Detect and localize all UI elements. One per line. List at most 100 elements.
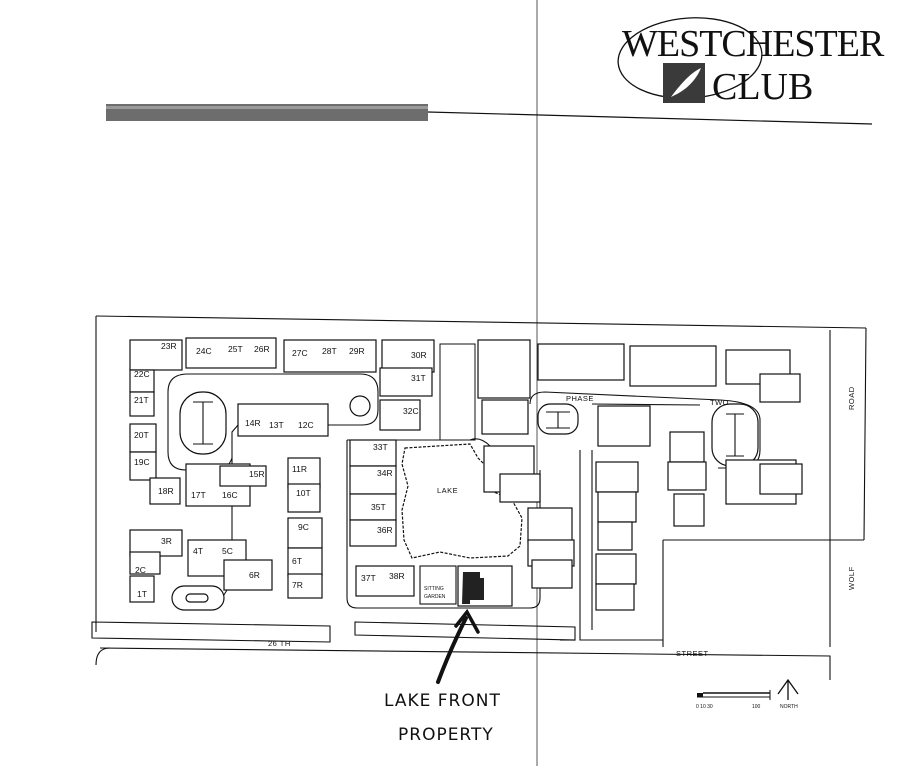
building-9 <box>237 403 329 437</box>
building-22 <box>349 493 397 521</box>
building-18 <box>379 367 433 397</box>
street-26-label: 26 TH <box>268 639 291 648</box>
building-42 <box>595 461 639 493</box>
unit-label-36r: 36R <box>377 525 393 535</box>
wolf-label: WOLF <box>847 566 856 590</box>
building-46 <box>595 583 635 611</box>
unit-label-25t: 25T <box>228 344 243 354</box>
unit-label-6r: 6R <box>249 570 260 580</box>
north-label: NORTH <box>780 704 798 710</box>
lake-inlet <box>439 343 476 441</box>
unit-label-30r: 30R <box>411 350 427 360</box>
annotation-line1: LAKE FRONT <box>384 691 501 711</box>
building-14 <box>287 573 323 599</box>
building-43 <box>597 491 637 523</box>
unit-label-19c: 19C <box>134 457 150 467</box>
unit-label-23r: 23R <box>161 341 177 351</box>
building-8 <box>219 465 267 487</box>
north-arrow: NORTH <box>777 678 799 710</box>
building-26 <box>129 551 161 575</box>
building-10 <box>287 457 321 489</box>
unit-label-26r: 26R <box>254 344 270 354</box>
road-label: ROAD <box>847 386 856 410</box>
unit-label-18r: 18R <box>158 486 174 496</box>
building-29 <box>223 559 273 591</box>
building-30 <box>477 339 531 399</box>
header-bar-noise <box>106 106 428 109</box>
building-44 <box>597 521 633 551</box>
unit-label-16c: 16C <box>222 490 238 500</box>
building-34 <box>527 507 573 543</box>
north-arrow-icon <box>777 678 799 700</box>
unit-label-28t: 28T <box>322 346 337 356</box>
building-38 <box>629 345 717 387</box>
building-13 <box>287 547 323 577</box>
sitting-garden <box>419 565 457 605</box>
unit-label-15r: 15R <box>249 469 265 479</box>
loop-islands <box>171 391 759 611</box>
building-11 <box>287 483 321 513</box>
unit-label-34r: 34R <box>377 468 393 478</box>
building-48 <box>667 461 707 491</box>
garden-label: GARDEN <box>424 594 446 600</box>
arrow-head <box>454 608 480 634</box>
scale-bar: 0 10 30 100 <box>696 690 771 710</box>
unit-label-20t: 20T <box>134 430 149 440</box>
unit-label-7r: 7R <box>292 580 303 590</box>
building-4 <box>129 423 157 453</box>
scale-ticks: 0 10 30 <box>696 704 713 710</box>
building-15 <box>185 337 277 369</box>
unit-label-2c: 2C <box>135 565 146 575</box>
building-47 <box>669 431 705 463</box>
unit-label-22c: 22C <box>134 369 150 379</box>
unit-label-32c: 32C <box>403 406 419 416</box>
unit-label-27c: 27C <box>292 348 308 358</box>
building-5 <box>129 451 157 481</box>
unit-label-11r: 11R <box>292 464 307 474</box>
unit-label-35t: 35T <box>371 502 386 512</box>
feather-icon <box>671 68 701 97</box>
building-45 <box>595 553 637 585</box>
annotation-arrow <box>436 616 468 684</box>
logo-line2: CLUB <box>712 66 813 108</box>
lake-label: LAKE <box>437 486 458 495</box>
building-41 <box>597 405 651 447</box>
unit-label-17t: 17T <box>191 490 206 500</box>
unit-label-31t: 31T <box>411 373 426 383</box>
unit-label-14r: 14R <box>245 418 261 428</box>
roads <box>91 373 831 680</box>
unit-label-12c: 12C <box>298 420 314 430</box>
building-27 <box>129 575 155 603</box>
building-23 <box>349 519 397 547</box>
unit-label-5c: 5C <box>222 546 233 556</box>
unit-label-1t: 1T <box>137 589 147 599</box>
site-boundary <box>95 315 867 647</box>
building-36 <box>531 559 573 589</box>
lakefront-property-marker <box>462 572 484 604</box>
unit-label-4t: 4T <box>193 546 203 556</box>
two-label: TWO <box>710 398 729 407</box>
unit-label-21t: 21T <box>134 395 149 405</box>
building-16 <box>283 339 377 373</box>
scale-mid: 100 <box>752 704 761 710</box>
unit-label-10t: 10T <box>296 488 311 498</box>
unit-label-3r: 3R <box>161 536 172 546</box>
building-51 <box>759 463 803 495</box>
unit-label-13t: 13T <box>269 420 284 430</box>
sitting-label: SITTING <box>424 586 444 592</box>
building-1 <box>129 339 183 371</box>
street-label: STREET <box>676 649 709 658</box>
building-19 <box>379 399 421 431</box>
building-12 <box>287 517 323 549</box>
unit-label-6t: 6T <box>292 556 302 566</box>
header-rule <box>427 111 873 125</box>
building-24 <box>355 565 415 597</box>
unit-label-37t: 37T <box>361 573 376 583</box>
building-40 <box>759 373 801 403</box>
unit-label-24c: 24C <box>196 346 212 356</box>
building-49 <box>673 493 705 527</box>
unit-label-33t: 33T <box>373 442 388 452</box>
building-31 <box>481 399 529 435</box>
